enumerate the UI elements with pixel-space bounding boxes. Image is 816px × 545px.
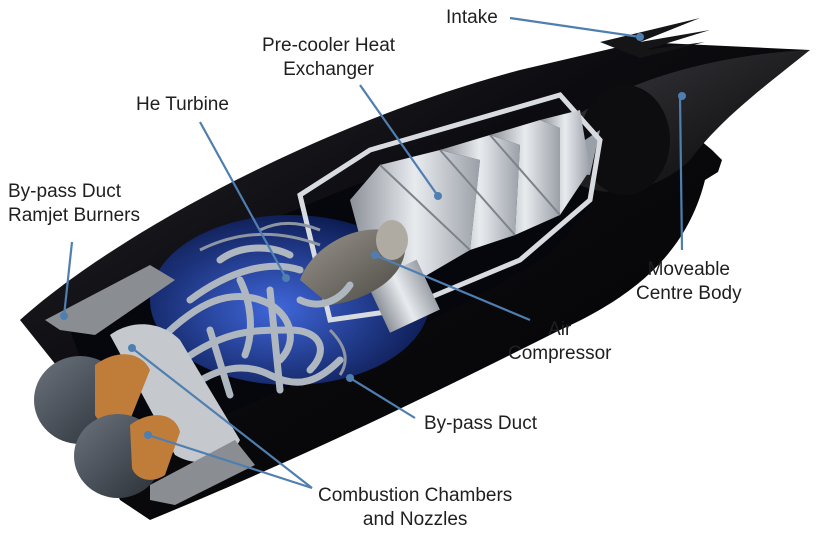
label-bypass-ramjet: By-pass Duct Ramjet Burners [8, 181, 140, 226]
engine-pipework-thin [199, 221, 347, 376]
label-combustion: Combustion Chambers and Nozzles [318, 485, 513, 530]
leader-combustion-a [131, 347, 313, 489]
leader-intake [509, 16, 641, 39]
label-bypass-duct: By-pass Duct [424, 413, 537, 434]
leader-combustion-b [147, 433, 313, 490]
leader-precooler [359, 84, 439, 197]
combustion-nozzle-lower [74, 414, 180, 498]
leader-lines [62, 16, 684, 490]
label-air-compressor: Air Compressor [508, 319, 612, 364]
label-precooler: Pre-cooler Heat Exchanger [262, 35, 396, 80]
label-intake: Intake [446, 7, 498, 28]
centre-body-base [580, 85, 670, 195]
engine-pipework [142, 244, 354, 414]
leader-dots [60, 33, 686, 439]
air-compressor-face [376, 220, 408, 260]
leader-he-turbine [199, 121, 287, 279]
leader-bypass-duct [349, 377, 416, 419]
leader-air-compressor [374, 253, 531, 322]
ramjet-burner-lower [150, 440, 255, 505]
intake-lip [600, 18, 710, 58]
leader-bypass-ramjet [62, 241, 74, 317]
label-he-turbine: He Turbine [136, 94, 229, 115]
ramjet-burner-upper [45, 265, 175, 335]
engine-back-plate [110, 324, 240, 463]
leader-moveable-body [678, 95, 684, 251]
label-moveable-body: Moveable Centre Body [636, 259, 742, 304]
